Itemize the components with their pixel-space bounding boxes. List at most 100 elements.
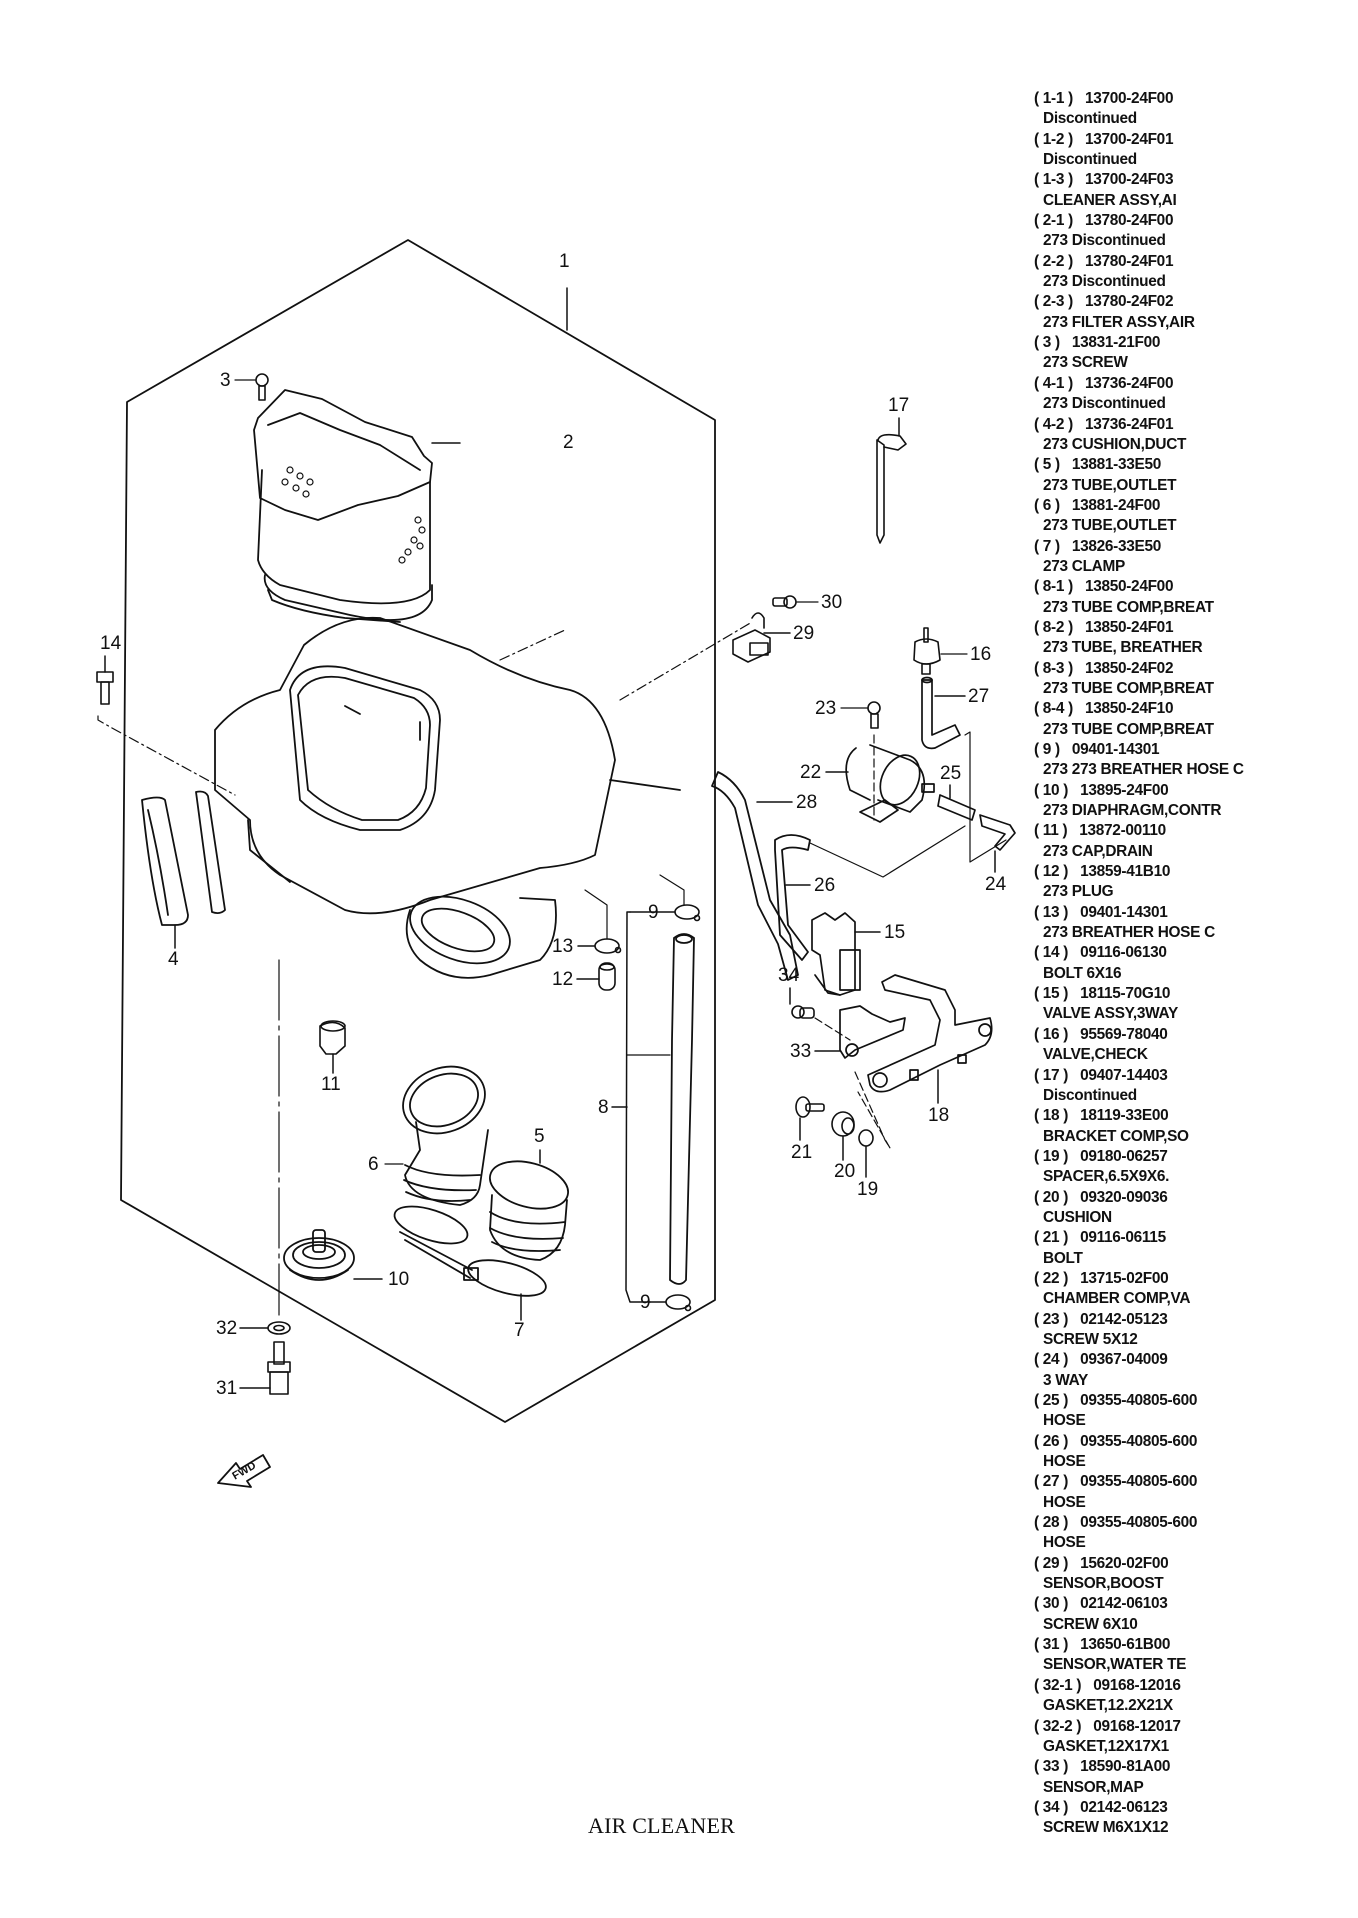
part-number[interactable]: 13850-24F01	[1084, 618, 1174, 636]
parts-list-item: ( 29 ) 15620-02F00 SENSOR,BOOST	[1034, 1554, 1354, 1595]
part-ref: ( 4-2 )	[1034, 415, 1073, 433]
part-number[interactable]: 13700-24F00	[1084, 90, 1174, 107]
part-number[interactable]: 02142-06123	[1080, 1798, 1168, 1816]
leader-1-to-body	[499, 629, 566, 661]
part-ref: ( 34 )	[1034, 1798, 1069, 1816]
callout-4: 4	[168, 949, 179, 970]
part-number[interactable]: 13700-24F03	[1084, 171, 1174, 189]
parts-list-item: ( 8-4 ) 13850-24F10 273 TUBE COMP,BREAT	[1034, 699, 1354, 740]
part-number[interactable]: 13895-24F00	[1080, 781, 1169, 799]
part-number[interactable]: 13780-24F01	[1084, 252, 1174, 270]
diagram-drawing	[96, 239, 1016, 1488]
part-number[interactable]: 13826-33E50	[1071, 537, 1161, 555]
part-21-bolt	[795, 1096, 825, 1118]
part-number[interactable]: 13715-02F00	[1080, 1269, 1169, 1287]
part-number[interactable]: 09367-04009	[1080, 1351, 1168, 1369]
part-number[interactable]: 13881-33E50	[1071, 456, 1161, 474]
part-header: ( 12 ) 13859-41B10	[1034, 862, 1354, 882]
part-14-bolt	[96, 671, 114, 705]
part-ref: ( 18 )	[1034, 1107, 1069, 1125]
part-23-screw	[867, 701, 881, 729]
part-number[interactable]: 13650-61B00	[1080, 1636, 1171, 1654]
part-number[interactable]: 13872-00110	[1079, 822, 1166, 840]
part-number[interactable]: 09116-06115	[1080, 1229, 1166, 1247]
part-number[interactable]: 09116-06130	[1080, 944, 1167, 962]
part-header: ( 10 ) 13895-24F00	[1034, 781, 1354, 801]
part-ref: ( 20 )	[1034, 1188, 1069, 1206]
part-number[interactable]: 13881-24F00	[1071, 496, 1161, 514]
part-number[interactable]: 13736-24F01	[1084, 415, 1174, 433]
part-header: ( 8-4 ) 13850-24F10	[1034, 699, 1354, 719]
part-description: 273 Discontinued	[1043, 273, 1166, 291]
part-header: ( 16 ) 95569-78040	[1034, 1025, 1354, 1045]
part-6-outlet-tube	[402, 1065, 489, 1206]
callout-6: 6	[368, 1154, 379, 1175]
part-number[interactable]: 18115-70G10	[1080, 985, 1171, 1003]
part-number[interactable]: 09355-40805-600	[1080, 1392, 1198, 1409]
part-number[interactable]: 18590-81A00	[1080, 1758, 1171, 1776]
part-16-check-valve	[913, 627, 941, 675]
callout-30: 30	[821, 592, 843, 613]
part-number[interactable]: 09401-14301	[1080, 903, 1168, 921]
part-number[interactable]: 13831-21F00	[1071, 334, 1161, 352]
callout-7: 7	[514, 1320, 525, 1341]
part-8-breather-tube	[669, 933, 695, 1285]
parts-list-item: ( 3 ) 13831-21F00 273 SCREW	[1034, 333, 1354, 374]
part-number[interactable]: 13850-24F02	[1084, 659, 1174, 677]
part-ref: ( 3 )	[1034, 334, 1060, 352]
part-number[interactable]: 09355-40805-600	[1080, 1514, 1198, 1532]
part-number[interactable]: 13780-24F00	[1084, 212, 1174, 230]
part-number[interactable]: 09168-12016	[1093, 1676, 1181, 1694]
part-header: ( 1-3 ) 13700-24F03	[1034, 170, 1354, 190]
part-number[interactable]: 02142-06103	[1080, 1595, 1168, 1613]
callout-20: 20	[834, 1161, 856, 1182]
part-number[interactable]: 15620-02F00	[1080, 1554, 1169, 1572]
part-number[interactable]: 09355-40805-600	[1080, 1432, 1198, 1450]
part-number[interactable]: 09355-40805-600	[1080, 1473, 1198, 1491]
parts-list-item: ( 24 ) 09367-04009 3 WAY	[1034, 1350, 1354, 1391]
part-number[interactable]: 09168-12017	[1093, 1717, 1181, 1735]
parts-list-item: ( 23 ) 02142-05123 SCREW 5X12	[1034, 1310, 1354, 1351]
parts-list-item: ( 2-2 ) 13780-24F01 273 Discontinued	[1034, 252, 1354, 293]
part-number[interactable]: 18119-33E00	[1080, 1107, 1169, 1125]
part-ref: ( 30 )	[1034, 1595, 1069, 1613]
part-description: 273 273 BREATHER HOSE C	[1043, 761, 1244, 779]
part-description: SCREW M6X1X12	[1043, 1819, 1169, 1837]
callout-32: 32	[216, 1318, 238, 1339]
part-header: ( 29 ) 15620-02F00	[1034, 1554, 1354, 1574]
part-description: 273 Discontinued	[1043, 395, 1166, 413]
part-description: Discontinued	[1043, 110, 1137, 128]
part-ref: ( 8-3 )	[1034, 659, 1073, 677]
part-ref: ( 25 )	[1034, 1392, 1069, 1409]
part-number[interactable]: 09401-14301	[1071, 741, 1160, 758]
part-ref: ( 26 )	[1034, 1432, 1069, 1450]
parts-list-item: ( 8-2 ) 13850-24F01 273 TUBE, BREATHER	[1034, 618, 1354, 659]
part-description: CHAMBER COMP,VA	[1043, 1290, 1191, 1308]
part-10-diaphragm	[283, 1229, 355, 1281]
parts-list-item: ( 30 ) 02142-06103 SCREW 6X10	[1034, 1594, 1354, 1635]
parts-list-item: ( 20 ) 09320-09036 CUSHION	[1034, 1188, 1354, 1229]
part-12-plug	[598, 962, 616, 991]
part-24-3way	[979, 814, 1016, 851]
part-number[interactable]: 13700-24F01	[1084, 130, 1174, 148]
part-number[interactable]: 09180-06257	[1080, 1147, 1168, 1165]
part-number[interactable]: 13850-24F00	[1084, 578, 1174, 596]
part-number[interactable]: 13859-41B10	[1080, 863, 1171, 881]
part-number[interactable]: 02142-05123	[1080, 1310, 1168, 1328]
part-number[interactable]: 09407-14403	[1080, 1066, 1168, 1084]
part-description: BOLT	[1043, 1249, 1083, 1267]
parts-list-item: ( 31 ) 13650-61B00 SENSOR,WATER TE	[1034, 1635, 1354, 1676]
part-19-spacer	[858, 1129, 874, 1147]
part-header: ( 4-1 ) 13736-24F00	[1034, 374, 1354, 394]
part-description: 273 Discontinued	[1043, 232, 1166, 250]
part-header: ( 7 ) 13826-33E50	[1034, 537, 1354, 557]
callout-5: 5	[534, 1126, 545, 1147]
part-number[interactable]: 13736-24F00	[1084, 374, 1174, 392]
part-34-screw	[791, 1005, 815, 1019]
parts-list-item: ( 22 ) 13715-02F00 CHAMBER COMP,VA	[1034, 1269, 1354, 1310]
part-number[interactable]: 95569-78040	[1080, 1025, 1168, 1043]
parts-list-item: ( 10 ) 13895-24F00 273 DIAPHRAGM,CONTR	[1034, 781, 1354, 822]
part-number[interactable]: 13850-24F10	[1084, 700, 1174, 718]
part-number[interactable]: 13780-24F02	[1084, 293, 1174, 311]
part-number[interactable]: 09320-09036	[1080, 1188, 1168, 1206]
